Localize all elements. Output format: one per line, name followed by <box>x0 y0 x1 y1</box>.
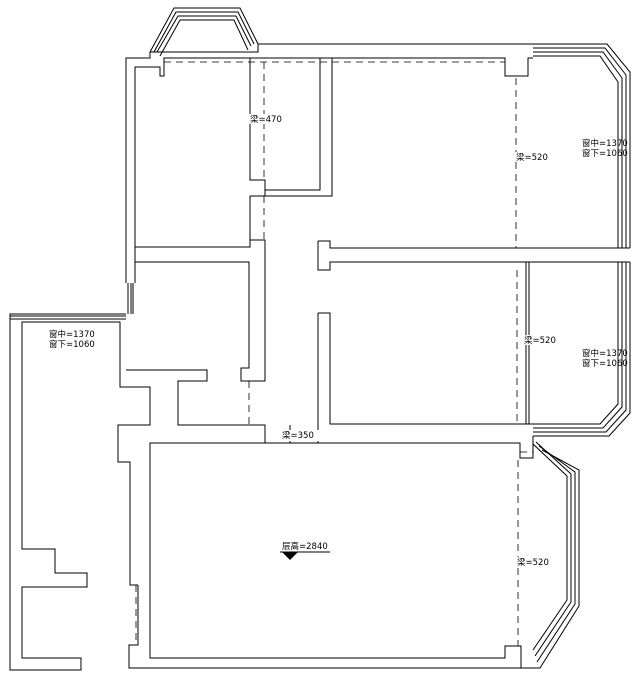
top-right-room-left-wall-2 <box>265 58 333 197</box>
right-top-bay-window <box>533 43 631 248</box>
beam-label-middle-right: 梁=520 <box>524 336 556 346</box>
top-wall-inner-right <box>250 57 533 77</box>
window-middle-right-sill-top: 窗中=1370 <box>582 348 628 359</box>
top-bay-window <box>149 7 259 57</box>
top-right-room-left-wall <box>250 180 266 197</box>
ceiling-height-label: 层高=2840 <box>282 541 328 552</box>
window-top-right-sill-bottom: 窗下=1060 <box>582 148 628 159</box>
beam-label-living-room: 梁=520 <box>517 558 549 568</box>
right-partition-top <box>318 240 630 249</box>
beams <box>135 61 533 646</box>
corridor-left-wall <box>135 239 266 382</box>
small-room-bottom <box>126 369 266 585</box>
right-lower-bay-window <box>528 436 580 669</box>
window-top-right-sill-top: 窗中=1370 <box>582 138 628 149</box>
living-room-top-wall <box>318 436 534 459</box>
beam-label-top-left: 梁=470 <box>250 115 282 125</box>
window-left-balcony-sill-bottom: 窗下=1060 <box>49 339 95 350</box>
beam-label-corridor: 梁=350 <box>282 431 314 441</box>
exterior-wall-main-inner <box>134 57 250 283</box>
living-room-outer-bottom <box>128 585 528 669</box>
interior-walls <box>126 58 630 668</box>
exterior-walls <box>9 43 533 671</box>
right-middle-bay-window <box>525 262 631 437</box>
labels: 梁=470 梁=520 梁=520 梁=350 梁=520 窗中=1370 窗下… <box>49 114 628 568</box>
living-room-inner-bottom <box>149 585 522 660</box>
mid-right-room-left-wall <box>318 312 533 425</box>
ceiling-height-marker <box>282 552 298 560</box>
window-left-balcony-sill-top: 窗中=1370 <box>49 329 95 340</box>
window-middle-right-sill-bottom: 窗下=1060 <box>582 358 628 369</box>
left-balcony-wall <box>9 313 151 671</box>
top-left-room-inner <box>135 196 251 248</box>
mid-right-room-left-wall-outer <box>289 313 319 444</box>
beam-label-top-right: 梁=520 <box>516 153 548 163</box>
right-partition <box>317 241 630 271</box>
